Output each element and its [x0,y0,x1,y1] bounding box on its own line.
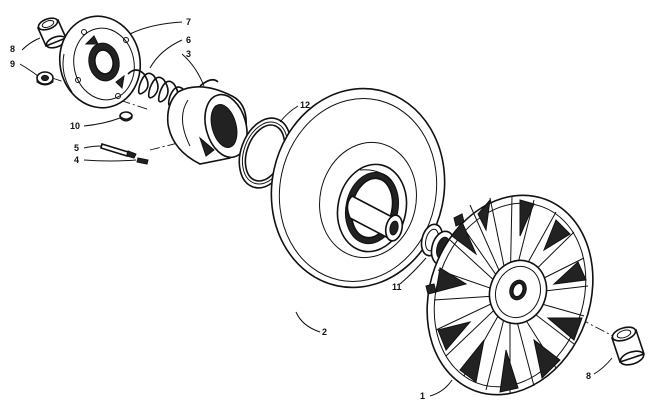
bushing-bottom [610,326,646,366]
callout-2: 2 [322,327,327,337]
roll-pin [100,142,137,159]
fan-sheave-wheel [425,194,594,396]
callout-4: 4 [74,155,79,165]
cam-hub [166,78,248,165]
callout-10: 10 [70,121,80,131]
leader-lines [19,21,613,397]
callout-9: 9 [10,59,15,69]
callout-6: 6 [186,35,191,45]
hex-nut [36,71,54,86]
callout-labels: 7 6 3 12 8 9 10 5 4 2 11 1 8 [10,17,591,401]
spider-cover [58,15,142,109]
slide-button [119,111,133,122]
callout-7: 7 [186,17,191,27]
callout-3: 3 [186,49,191,59]
callout-8-bottom: 8 [586,371,591,381]
key [136,157,149,165]
callout-11: 11 [392,282,402,292]
callout-8-top: 8 [10,44,15,54]
callout-12: 12 [300,100,310,110]
callout-1: 1 [420,391,425,401]
sheave-disc [270,87,446,289]
callout-5: 5 [74,143,79,153]
